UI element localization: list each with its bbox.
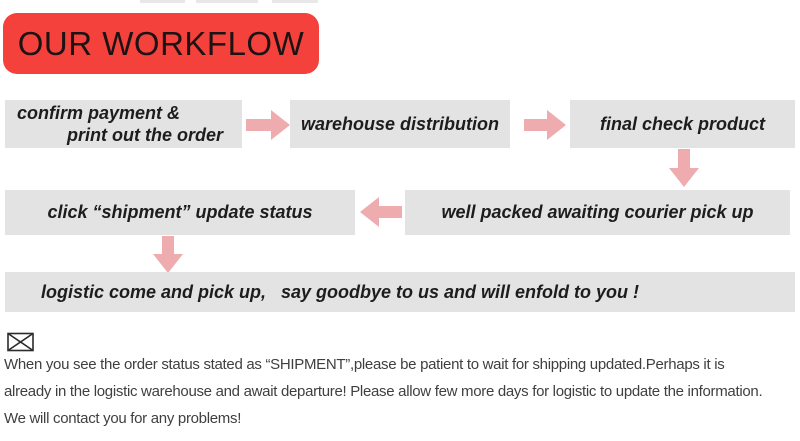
page-title: OUR WORKFLOW (17, 24, 305, 62)
note-line: When you see the order status stated as … (4, 356, 725, 373)
step-logistic-pickup: logistic come and pick up, say goodbye t… (5, 272, 795, 312)
step-label: logistic come and pick up, say goodbye t… (40, 281, 640, 302)
step-label: click “shipment” update status (47, 202, 313, 222)
note-line: We will contact you for any problems! (4, 410, 242, 427)
envelope-icon (7, 332, 34, 352)
cropped-text-artifact (196, 0, 258, 3)
step-warehouse-distribution: warehouse distribution (290, 100, 510, 148)
step-confirm-payment: confirm payment & print out the order (5, 100, 242, 148)
step-label: confirm payment & (17, 103, 181, 123)
arrow-down-icon (669, 149, 699, 187)
note-line: already in the logistic warehouse and aw… (4, 383, 763, 400)
shipping-note: When you see the order status stated as … (4, 351, 800, 432)
step-label: final check product (599, 113, 766, 134)
arrow-right-icon (246, 110, 290, 140)
step-label: print out the order (67, 125, 223, 145)
step-label: well packed awaiting courier pick up (441, 202, 754, 222)
cropped-text-artifact (272, 0, 318, 3)
step-update-status: click “shipment” update status (5, 190, 355, 235)
workflow-title-banner: OUR WORKFLOW (3, 13, 319, 74)
arrow-left-icon (360, 197, 402, 227)
cropped-text-artifact (140, 0, 185, 3)
step-well-packed: well packed awaiting courier pick up (405, 190, 790, 235)
step-label: warehouse distribution (300, 113, 500, 134)
arrow-right-icon (524, 110, 566, 140)
arrow-down-icon (153, 236, 183, 273)
step-final-check: final check product (570, 100, 795, 148)
